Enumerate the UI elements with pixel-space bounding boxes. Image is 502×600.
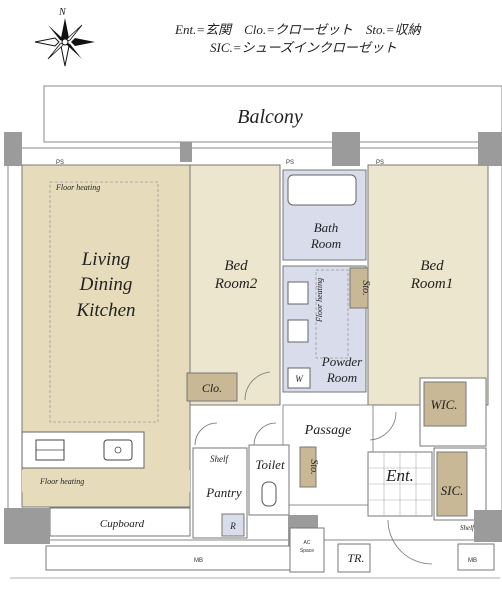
mb-strip-left [45, 545, 293, 571]
powder-label-1: Powder [321, 354, 363, 369]
balcony-area [43, 85, 502, 143]
bath-label-2: Room [310, 236, 341, 251]
mb-strip-right [457, 543, 495, 571]
bathtub-icon [287, 174, 357, 206]
ldk-label-2: Dining [79, 274, 133, 295]
passage [282, 404, 374, 506]
wic-closet [423, 381, 467, 427]
toilet-icon [261, 481, 277, 507]
entrance-tiles [367, 451, 433, 517]
toilet-label: Toilet [255, 457, 285, 472]
passage-label: Passage [304, 423, 352, 438]
trash-room-label: TR. [347, 551, 364, 565]
cupboard-label: Cupboard [100, 518, 145, 530]
trash-room [337, 543, 371, 573]
sic-closet [436, 451, 468, 517]
bedroom-2-label-1: Bed [224, 258, 248, 274]
pillar [4, 132, 22, 166]
mb-left-label: MB [194, 558, 203, 564]
floor-heating-powder-label: Floor heating [315, 278, 324, 323]
wic-label: WIC. [430, 397, 457, 412]
balcony-label: Balcony [237, 106, 303, 128]
bedroom-2-floor [189, 164, 281, 406]
pantry-label: Pantry [205, 485, 242, 500]
bath-label-1: Bath [314, 220, 339, 235]
legend-line-2: SIC.=シューズインクローゼット [210, 40, 397, 55]
storage-passage-label: Sto. [308, 459, 319, 474]
floor-heating-kitchen-label: Floor heating [39, 477, 84, 486]
ac-label-2: Space [300, 548, 314, 554]
closet-bedroom-2 [186, 372, 238, 402]
bedroom-2-label-2: Room2 [214, 276, 258, 292]
ps-mid-label: PS [286, 160, 294, 166]
ldk-label-3: Kitchen [75, 300, 135, 321]
washer-space [287, 367, 311, 389]
bedroom-1-floor [367, 164, 489, 406]
ldk-label-1: Living [81, 249, 131, 270]
washer-label: W [295, 374, 304, 384]
powder-label-2: Room [326, 370, 357, 385]
basin-icon [287, 281, 309, 305]
ac-label-1: AC [304, 540, 311, 546]
shelf-sic-label: Shelf [460, 524, 475, 532]
sink-icon [103, 439, 133, 461]
fridge-label: R [229, 521, 236, 531]
ps-left-label: PS [56, 160, 64, 166]
floor-heating-zone [49, 181, 159, 423]
ps-right-label: PS [376, 160, 384, 166]
basin-icon-2 [287, 319, 309, 343]
north-label: N [58, 7, 67, 18]
storage-right-label: Sto. [360, 280, 371, 295]
bedroom-1-label-1: Bed [420, 258, 444, 274]
ac-space [289, 527, 325, 573]
legend-line-1: Ent.=玄関 Clo.=クローゼット Sto.=収納 [174, 22, 422, 37]
sic-label: SIC. [441, 483, 464, 498]
closet-label: Clo. [202, 381, 222, 395]
entrance-label: Ent. [385, 466, 414, 485]
mb-right-label: MB [468, 558, 477, 564]
bedroom-1-label-2: Room1 [410, 276, 454, 292]
compass-icon [34, 18, 95, 67]
shelf-pantry-label: Shelf [210, 454, 229, 464]
floor-heating-ldk-label: Floor heating [55, 183, 100, 192]
storage-passage [299, 446, 317, 488]
fridge-space [221, 513, 245, 537]
